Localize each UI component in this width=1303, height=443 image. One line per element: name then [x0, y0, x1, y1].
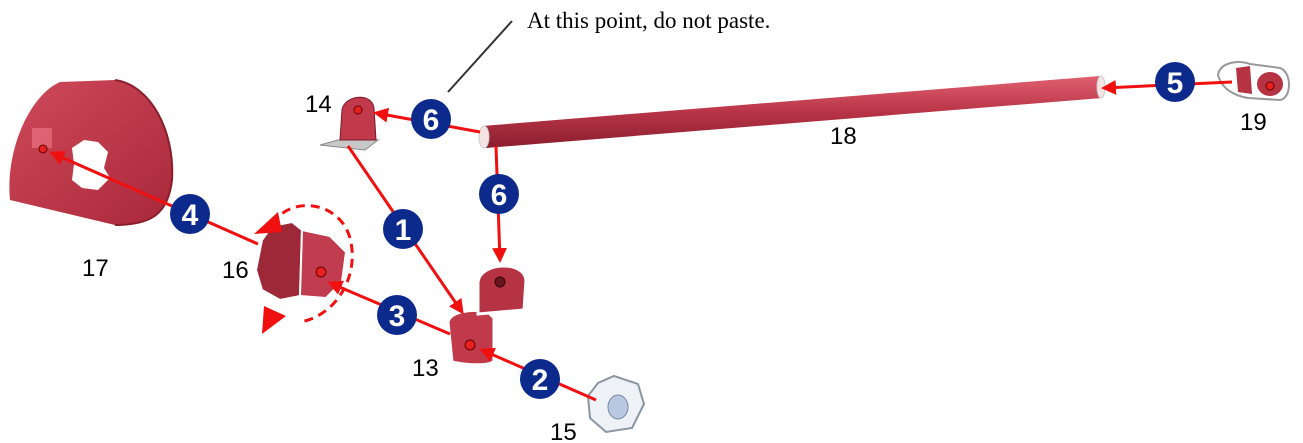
part-16-hex — [254, 220, 348, 302]
step-number: 2 — [532, 364, 549, 397]
part-15-nut — [586, 374, 646, 434]
part-label-16: 16 — [222, 257, 249, 284]
step-number: 6 — [491, 179, 508, 212]
step-badge-5: 5 — [1155, 62, 1195, 102]
step-badge-6-down: 6 — [479, 174, 519, 214]
note-leader-line — [447, 20, 513, 93]
step-badge-1: 1 — [383, 209, 423, 249]
part-19-cap — [1216, 61, 1290, 102]
part-label-14: 14 — [305, 91, 332, 118]
step-number: 4 — [182, 199, 199, 232]
part-14-bracket — [319, 96, 380, 151]
part-13-bracket — [446, 308, 496, 367]
step-number: 3 — [389, 300, 406, 333]
note-text: At this point, do not paste. — [527, 8, 770, 33]
step-number: 1 — [395, 214, 412, 247]
step-badge-4: 4 — [170, 194, 210, 234]
part-label-19: 19 — [1240, 109, 1267, 136]
step-badge-3: 3 — [377, 295, 417, 335]
arrow-step-4 — [49, 150, 259, 246]
step-number: 5 — [1167, 67, 1184, 100]
part-label-18: 18 — [830, 123, 857, 150]
part-label-17: 17 — [82, 255, 109, 282]
step-badge-6-left: 6 — [411, 99, 451, 139]
part-label-13: 13 — [412, 355, 439, 382]
rotation-arrow — [254, 204, 354, 334]
step-badge-2: 2 — [520, 359, 560, 399]
part-13-tab — [476, 264, 528, 316]
step-number: 6 — [423, 104, 440, 137]
part-label-15: 15 — [550, 419, 577, 443]
part-18-tube — [478, 75, 1106, 149]
part-17-disc — [9, 79, 174, 226]
